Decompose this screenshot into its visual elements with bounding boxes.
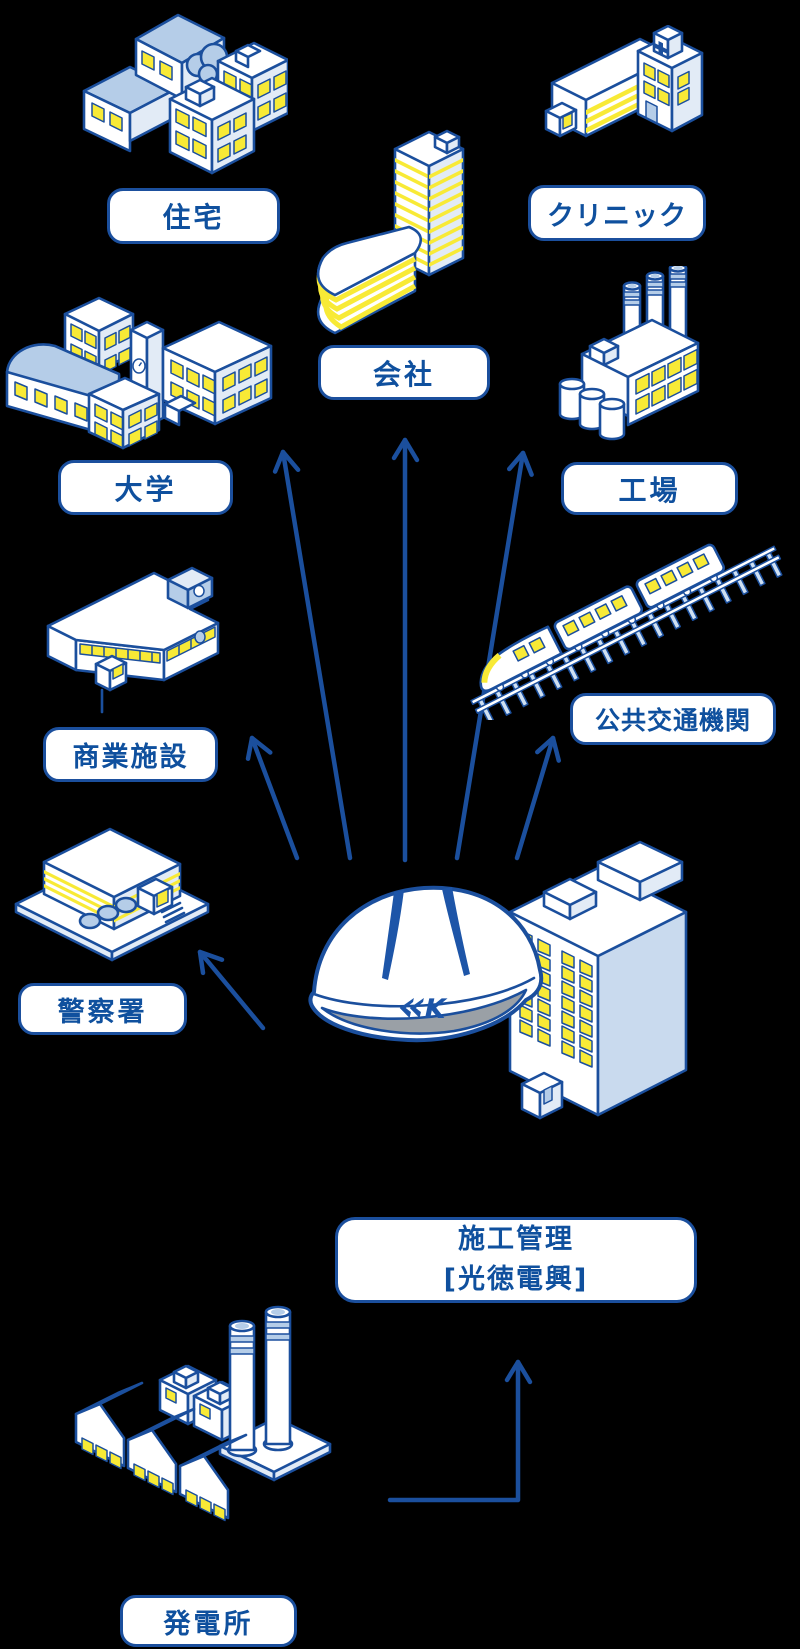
turbine-halls xyxy=(74,1381,248,1522)
cooling-chimneys xyxy=(226,1305,294,1458)
medical-cross-box xyxy=(652,25,684,60)
office-tower xyxy=(393,129,465,277)
bush-icon xyxy=(78,896,138,930)
police-label-text: 警察署 xyxy=(57,996,148,1028)
housing-label-text: 住宅 xyxy=(162,201,225,234)
arrow-to-university xyxy=(272,449,353,861)
power-plant-label-text: 発電所 xyxy=(163,1608,254,1640)
clinic-icon xyxy=(544,25,704,138)
arrow-from-power-plant xyxy=(387,1359,533,1503)
housing-icon xyxy=(82,13,288,175)
company-label-text: 会社 xyxy=(372,357,435,391)
storage-tanks xyxy=(558,377,626,441)
node-label-university: 大学 xyxy=(58,460,233,515)
train-icon xyxy=(470,543,783,720)
police-station-icon xyxy=(14,827,210,962)
company-icon xyxy=(316,129,465,335)
clock-icon xyxy=(132,358,146,374)
arrow-to-commercial xyxy=(245,735,300,861)
police-entrance xyxy=(136,877,174,916)
node-label-factory: 工場 xyxy=(561,462,738,515)
commercial-facility-icon xyxy=(46,566,220,714)
office-building-icon xyxy=(508,840,688,1120)
center-label-line2: [光徳電興] xyxy=(443,1264,589,1295)
university-icon xyxy=(5,296,273,450)
node-label-housing: 住宅 xyxy=(107,188,280,244)
transit-label-text: 公共交通機関 xyxy=(594,706,751,735)
node-label-center: 施工管理 [光徳電興] xyxy=(335,1217,697,1303)
university-label-text: 大学 xyxy=(114,472,177,506)
node-label-police: 警察署 xyxy=(18,983,187,1035)
center-label-line1: 施工管理 xyxy=(458,1223,574,1255)
entrance-kiosk xyxy=(94,654,128,714)
medical-cross-icon xyxy=(654,41,667,56)
power-plant-icon xyxy=(74,1305,332,1522)
commercial-label-text: 商業施設 xyxy=(72,742,189,773)
factory-icon xyxy=(558,266,700,441)
node-label-commercial: 商業施設 xyxy=(43,727,218,782)
round-office-building xyxy=(316,225,423,335)
node-label-transit: 公共交通機関 xyxy=(570,693,776,745)
node-label-power-plant: 発電所 xyxy=(120,1595,297,1647)
train-cars xyxy=(479,543,725,693)
factory-label-text: 工場 xyxy=(618,473,681,507)
clinic-label-text: クリニック xyxy=(547,200,687,232)
node-label-clinic: クリニック xyxy=(528,185,706,241)
rooftop-unit xyxy=(166,566,214,610)
node-label-company: 会社 xyxy=(318,345,490,400)
hard-hat-icon: K xyxy=(308,885,544,1043)
construction-management-icon: K xyxy=(308,840,688,1120)
